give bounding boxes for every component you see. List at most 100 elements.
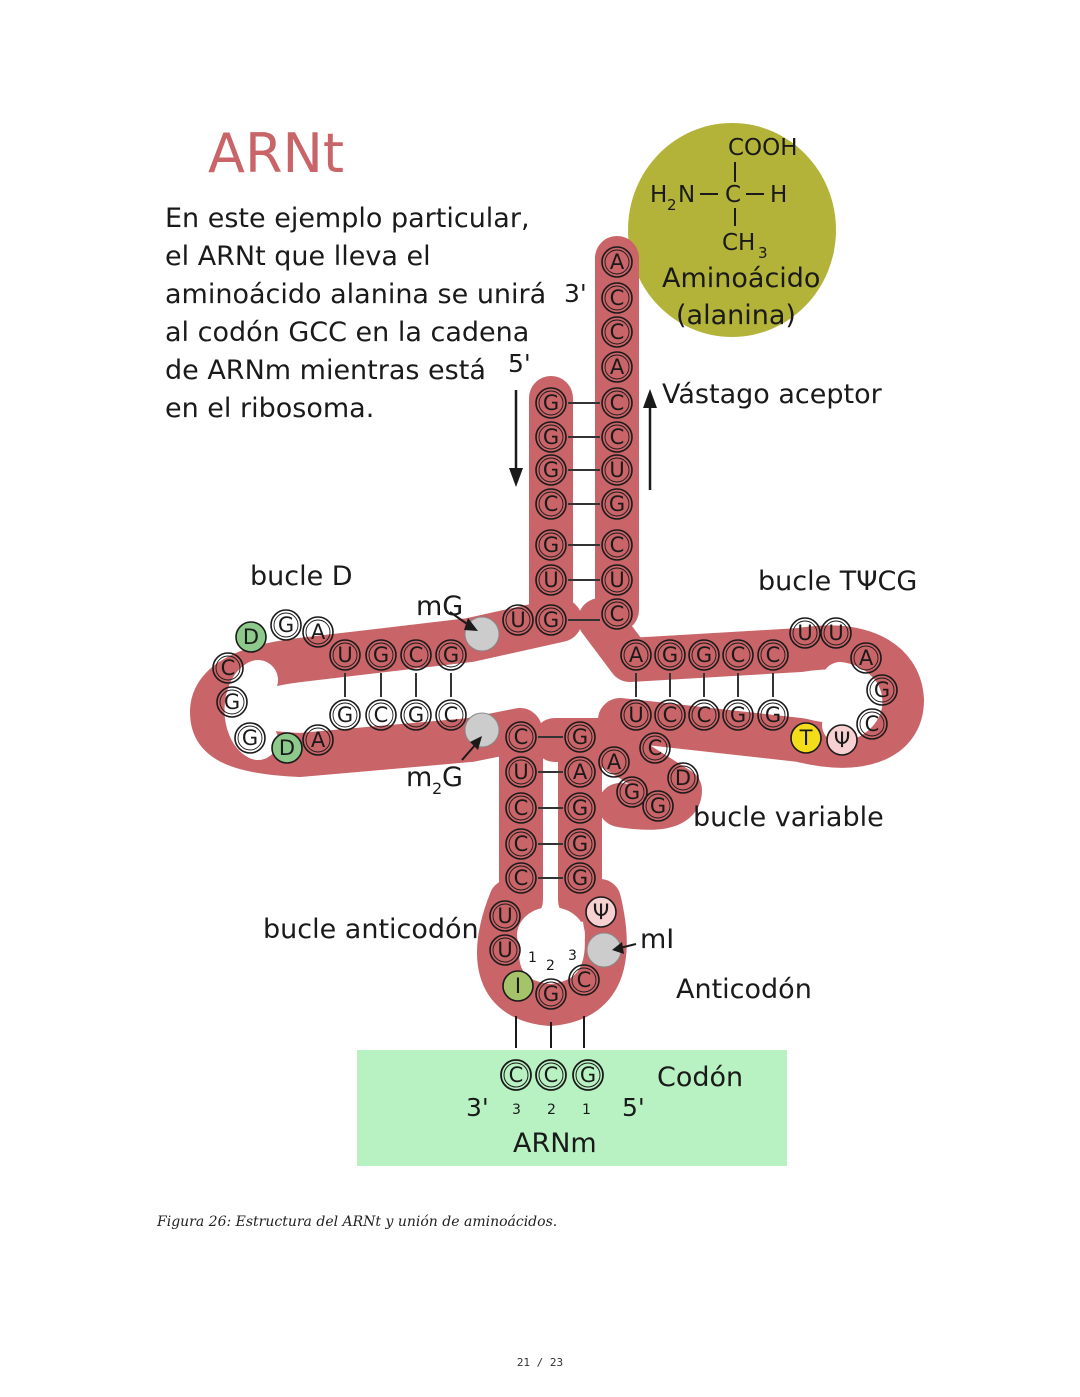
h2n-n: N — [678, 182, 695, 208]
alanine-structure: COOH H 2 N C H CH 3 Aminoácido (alanina) — [650, 135, 820, 331]
description-line-1: En este ejemplo particular, — [165, 203, 530, 234]
d-stem-bottom-base: C — [435, 699, 467, 731]
t-stem-bottom-base: G — [722, 699, 754, 731]
anticodon-stem-left-base: C — [505, 828, 537, 860]
t-stem-bottom-base: C — [654, 699, 686, 731]
codon: C C G 3 2 1 — [500, 1059, 604, 1118]
d-stem-bottom-base-letter: G — [337, 703, 353, 727]
acceptor-3prime-base-letter: A — [610, 355, 625, 379]
codon-number-2: 2 — [547, 1102, 556, 1118]
t-loop-base-letter: C — [865, 712, 880, 736]
d-loop-base: A — [302, 724, 334, 756]
t-stem-bottom-base: G — [757, 699, 789, 731]
t-stem-bottom-base: U — [620, 699, 652, 731]
modification-pointers — [449, 611, 637, 954]
anticodon-loop-base: G — [535, 978, 567, 1010]
anticodon-number-1: 1 — [528, 950, 537, 966]
m2g-subscript: 2 — [432, 779, 442, 798]
acceptor-3prime-base-letter: G — [609, 492, 625, 516]
acceptor-3prime-base-letter: A — [610, 250, 625, 274]
d-stem-bottom-base: G — [329, 699, 361, 731]
anticodon-number-3: 3 — [568, 948, 577, 964]
acceptor-3prime-base: C — [601, 529, 633, 561]
m2g-modified-base — [464, 712, 500, 748]
acceptor-3prime-base-letter: C — [610, 425, 625, 449]
d-stem-top-base: U — [329, 639, 361, 671]
anticodon-loop-base: U — [489, 934, 521, 966]
description-line-6: en el ribosoma. — [165, 393, 374, 424]
anticodon-stem-left-base-letter: C — [514, 832, 529, 856]
d-loop-base-letter: D — [243, 625, 259, 649]
acceptor-3prime-base-letter: U — [609, 568, 624, 592]
h-label: H — [770, 182, 787, 208]
anticodon-stem-left-base-letter: C — [514, 866, 529, 890]
d-stem-bottom-base-letter: C — [444, 703, 459, 727]
d-loop-base: G — [234, 722, 266, 754]
t-loop-base-letter: Ψ — [834, 728, 851, 752]
amino-acid-label: Aminoácido — [662, 263, 820, 294]
t-loop-base: C — [856, 708, 888, 740]
acceptor-3prime-base-letter: C — [610, 391, 625, 415]
t-stem-top-base-letter: C — [766, 643, 781, 667]
t-loop-base-letter: U — [797, 621, 812, 645]
mrna-box — [357, 1050, 787, 1166]
h2n-subscript: 2 — [667, 196, 677, 214]
t-stem-top-base: C — [757, 639, 789, 671]
d-loop-base-letter: A — [311, 728, 326, 752]
anticodon-stem-left-base: C — [505, 862, 537, 894]
anticodon-loop-base-letter: G — [543, 982, 559, 1006]
anticodon-loop-base: C — [568, 964, 600, 996]
anticodon-stem-right-base-letter: G — [572, 796, 588, 820]
five-prime-label: 5' — [508, 349, 531, 378]
anticodon-stem-left-base-letter: C — [514, 796, 529, 820]
acceptor-3prime-base: C — [601, 421, 633, 453]
acceptor-5prime-base-letter: G — [543, 425, 559, 449]
d-stem-bottom-base-letter: G — [408, 703, 424, 727]
m2g-g: G — [442, 762, 463, 793]
t-loop-base: A — [850, 642, 882, 674]
d-loop-base-letter: D — [279, 736, 295, 760]
page-number: 21 / 23 — [516, 1356, 564, 1369]
t-stem-bottom-base-letter: G — [730, 703, 746, 727]
acceptor-3prime-base-letter: C — [610, 286, 625, 310]
variable-loop-label: bucle variable — [693, 802, 884, 833]
d-loop-base: G — [216, 686, 248, 718]
t-stem-top-base-letter: A — [629, 643, 644, 667]
d-stem-top-base: G — [365, 639, 397, 671]
acceptor-3prime-base: C — [601, 316, 633, 348]
t-stem-bottom-base: C — [688, 699, 720, 731]
t-loop-base-letter: T — [799, 726, 813, 750]
description-line-4: al codón GCC en la cadena — [165, 317, 529, 348]
description-line-5: de ARNm mientras está — [165, 355, 486, 386]
t-stem-top-base-letter: G — [696, 643, 712, 667]
anticodon-loop-base: Ψ — [585, 896, 617, 928]
alanine-label: (alanina) — [676, 300, 796, 331]
anticodon-numbers: 1 2 3 — [528, 948, 577, 974]
acceptor-5prime-base-letter: G — [543, 391, 559, 415]
diagram-title: ARNt — [208, 122, 344, 185]
d-loop-base: D — [271, 732, 303, 764]
anticodon-stem-left-base-letter: C — [514, 725, 529, 749]
acceptor-5prime-base: G — [535, 454, 567, 486]
acceptor-5prime-base: U — [535, 564, 567, 596]
anticodon-stem-right-base: G — [564, 828, 596, 860]
base-pair-lines — [344, 402, 774, 879]
mi-label: mI — [640, 924, 674, 955]
t-stem-bottom-base-letter: C — [697, 703, 712, 727]
anticodon-stem-left-base: C — [505, 792, 537, 824]
d-stem-bottom-base: G — [400, 699, 432, 731]
tpsicg-loop-label: bucle TΨCG — [758, 566, 917, 597]
three-prime-label: 3' — [564, 279, 587, 308]
d-loop-base-letter: A — [311, 620, 326, 644]
figure-caption: Figura 26: Estructura del ARNt y unión d… — [157, 1214, 558, 1230]
anticodon-stem-right-base-letter: A — [573, 760, 588, 784]
acceptor-5prime-base-letter: C — [544, 492, 559, 516]
d-stem-top-base-letter: G — [443, 643, 459, 667]
t-loop-base: U — [789, 617, 821, 649]
acceptor-3prime-base: G — [601, 488, 633, 520]
anticodon-loop-base-letter: Ψ — [593, 900, 610, 924]
t-stem-bottom-base-letter: U — [628, 703, 643, 727]
t-stem-top-base: C — [722, 639, 754, 671]
acceptor-3prime-base: U — [601, 564, 633, 596]
anticodon-stem-left-base: U — [505, 756, 537, 788]
